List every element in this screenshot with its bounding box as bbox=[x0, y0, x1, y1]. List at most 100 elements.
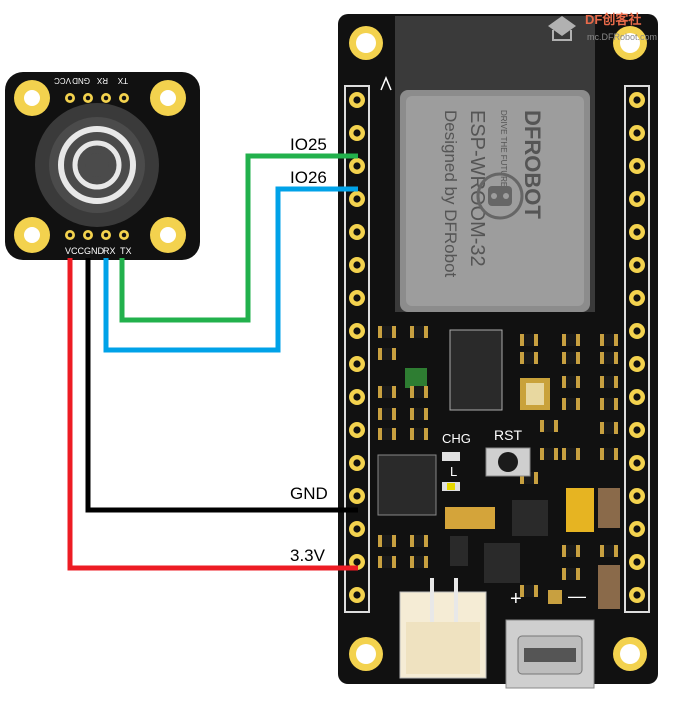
fuse bbox=[445, 507, 495, 529]
usb-serial-chip bbox=[449, 329, 503, 411]
header-pin-hole bbox=[633, 393, 641, 401]
pin-label-gnd: GND bbox=[84, 246, 105, 256]
smd-component bbox=[410, 556, 428, 568]
header-pin-hole bbox=[353, 393, 361, 401]
sensor-pin-hole bbox=[67, 95, 73, 101]
smd-component bbox=[378, 386, 396, 398]
smd-component bbox=[410, 408, 428, 420]
smd-component bbox=[540, 448, 558, 460]
sensor-pin-hole bbox=[103, 232, 109, 238]
pin-label-top-gnd: GND bbox=[72, 76, 90, 85]
smd-component bbox=[410, 535, 428, 547]
sensor-pin-hole bbox=[85, 232, 91, 238]
header-pin-hole bbox=[353, 360, 361, 368]
smd-component bbox=[378, 408, 396, 420]
smd-component bbox=[520, 334, 538, 346]
header-pin-hole bbox=[353, 525, 361, 533]
label-3v3: 3.3V bbox=[290, 546, 326, 565]
esp32-board: DFROBOT DRIVE THE FUTURE ESP-WROOM-32 De… bbox=[338, 14, 658, 689]
pin-label-rx: RX bbox=[103, 246, 116, 256]
tantalum-cap bbox=[566, 488, 594, 532]
header-pin-hole bbox=[633, 360, 641, 368]
module-text: DFROBOT DRIVE THE FUTURE ESP-WROOM-32 De… bbox=[441, 110, 545, 278]
l-label: L bbox=[450, 464, 457, 479]
pin-label-top-tx: TX bbox=[117, 76, 128, 85]
smd-component bbox=[562, 398, 580, 410]
mosfet bbox=[484, 543, 520, 583]
sensor-pin-hole bbox=[121, 95, 127, 101]
smd-component bbox=[600, 376, 618, 388]
header-pin-hole bbox=[633, 228, 641, 236]
rst-button[interactable] bbox=[485, 447, 531, 477]
header-pin-hole bbox=[353, 261, 361, 269]
module-brand: DFROBOT bbox=[520, 110, 545, 219]
header-pin-hole bbox=[633, 261, 641, 269]
header-pin-hole bbox=[633, 294, 641, 302]
green-component bbox=[405, 368, 427, 388]
watermark: DF创客社 mc.DFRobot.com bbox=[548, 12, 657, 42]
header-pin-hole bbox=[353, 162, 361, 170]
smd-component bbox=[600, 545, 618, 557]
module-slogan: DRIVE THE FUTURE bbox=[499, 110, 508, 187]
capacitor bbox=[598, 488, 620, 528]
header-pin-hole bbox=[633, 96, 641, 104]
header-pin-hole bbox=[353, 492, 361, 500]
sensor-pin-hole bbox=[121, 232, 127, 238]
smd-component bbox=[600, 448, 618, 460]
rst-label: RST bbox=[494, 427, 522, 443]
smd-component bbox=[378, 556, 396, 568]
smd-component bbox=[600, 422, 618, 434]
pin-label-top-rx: RX bbox=[96, 76, 108, 85]
left-header bbox=[344, 85, 370, 613]
smd-component bbox=[562, 545, 580, 557]
minus-label: — bbox=[568, 586, 586, 606]
header-pin-hole bbox=[633, 591, 641, 599]
sensor-bottom-labels: VCC GND RX TX bbox=[65, 246, 132, 256]
plus-label: + bbox=[510, 588, 522, 610]
smd-component bbox=[540, 420, 558, 432]
wire-gnd bbox=[85, 258, 358, 513]
battery-connector[interactable] bbox=[399, 578, 487, 679]
smd-component bbox=[600, 334, 618, 346]
charger-chip bbox=[377, 454, 437, 516]
capacitor bbox=[598, 565, 620, 609]
sensor-pin-hole bbox=[67, 232, 73, 238]
header-pin-hole bbox=[353, 96, 361, 104]
smd-component bbox=[562, 352, 580, 364]
sensor-top-labels: TX RX GND VCC bbox=[54, 76, 128, 85]
smd-component bbox=[410, 386, 428, 398]
ultrasonic-sensor: TX RX GND VCC VCC GND RX TX bbox=[5, 72, 200, 260]
robot-logo-icon bbox=[476, 172, 524, 220]
wire-tx-io25 bbox=[119, 153, 358, 323]
chg-label: CHG bbox=[442, 431, 471, 446]
label-gnd: GND bbox=[290, 484, 328, 503]
header-pin-hole bbox=[353, 129, 361, 137]
header-pin-hole bbox=[633, 525, 641, 533]
smd-component bbox=[562, 376, 580, 388]
wire-rx-io26 bbox=[103, 186, 358, 353]
regulator bbox=[512, 500, 548, 536]
smd-component bbox=[378, 535, 396, 547]
sensor-pin-hole bbox=[103, 95, 109, 101]
label-io26: IO26 bbox=[290, 168, 327, 187]
header-pin-hole bbox=[353, 294, 361, 302]
header-pin-hole bbox=[633, 195, 641, 203]
header-pin-hole bbox=[633, 558, 641, 566]
smd-component bbox=[410, 428, 428, 440]
pin-label-tx: TX bbox=[120, 246, 132, 256]
header-pin-hole bbox=[633, 162, 641, 170]
chg-led bbox=[442, 452, 460, 461]
micro-usb-port[interactable] bbox=[505, 619, 595, 689]
smd-component bbox=[600, 352, 618, 364]
smd-component bbox=[520, 352, 538, 364]
header-pin-hole bbox=[353, 228, 361, 236]
smd-component bbox=[520, 585, 538, 597]
header-pin-hole bbox=[633, 129, 641, 137]
watermark-logo-icon bbox=[548, 16, 576, 41]
smd-component bbox=[378, 348, 396, 360]
smd-component bbox=[562, 448, 580, 460]
header-pin-hole bbox=[633, 327, 641, 335]
wire-vcc-3v3 bbox=[67, 258, 358, 571]
header-pin-hole bbox=[353, 459, 361, 467]
